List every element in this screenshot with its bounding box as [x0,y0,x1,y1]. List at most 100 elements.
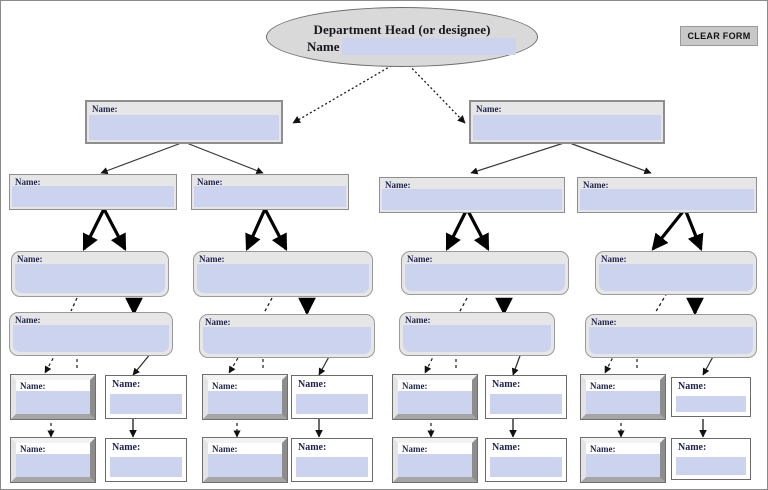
level5-node-1-label: Name: [15,315,41,325]
level7-node-2-input[interactable] [110,457,182,477]
connector-l2b-l3b [470,141,652,175]
level2-node-1: Name: [85,100,283,144]
level7-node-6-input[interactable] [490,457,562,477]
level7-node-7: Name: [580,437,666,483]
level6-node-6: Name: [485,375,567,419]
level7-node-7-input[interactable] [586,454,660,477]
level5-node-2-input[interactable] [203,327,371,354]
department-head-name-label: Name [307,38,340,54]
level2-node-2-input[interactable] [473,115,661,140]
level6-node-7-label: Name: [590,381,616,391]
level3-node-2-input[interactable] [194,186,346,207]
level6-node-7-input[interactable] [586,391,660,414]
level6-node-8: Name: [671,377,751,417]
level5-node-1-input[interactable] [13,325,169,352]
level6-node-2-label: Name: [112,379,141,390]
level7-node-8-input[interactable] [676,457,746,475]
level5-node-3: Name: [399,312,555,356]
level2-node-1-label: Name: [92,104,118,114]
department-head-name-row: Name [307,38,516,55]
level6-node-5: Name: [392,374,478,420]
level2-node-2-label: Name: [476,104,502,114]
level6-node-4: Name: [291,375,373,419]
level7-node-7-label: Name: [590,444,616,454]
level7-node-1-input[interactable] [16,454,90,477]
level4-node-2-input[interactable] [197,264,369,293]
connector-l4-l5-col2-dashed [263,297,273,314]
level7-node-4-input[interactable] [296,457,368,477]
level4-node-1: Name: [11,251,169,297]
level4-node-4: Name: [595,251,757,295]
level6-node-3-input[interactable] [208,391,282,414]
level7-node-1-label: Name: [20,444,46,454]
level7-node-8: Name: [671,438,751,480]
level5-node-4: Name: [585,314,757,358]
level4-node-4-input[interactable] [599,264,753,291]
level4-node-1-input[interactable] [15,264,165,293]
level6-node-3-label: Name: [212,381,238,391]
level3-node-1: Name: [9,174,177,210]
level7-node-4: Name: [291,438,373,482]
level6-node-5-label: Name: [402,381,428,391]
level3-node-3-input[interactable] [382,189,562,210]
level4-node-2-label: Name: [199,254,225,264]
level3-node-4: Name: [577,177,757,213]
level5-node-4-label: Name: [591,317,617,327]
level3-node-3: Name: [379,177,565,213]
level3-node-4-input[interactable] [580,189,754,210]
level6-node-5-input[interactable] [398,391,472,414]
level6-node-3: Name: [202,374,288,420]
level6-node-4-input[interactable] [296,394,368,414]
level7-node-5: Name: [392,437,478,483]
connector-l4-l5-col4-dashed [654,292,668,314]
level7-node-4-label: Name: [298,442,327,453]
level7-node-5-input[interactable] [398,454,472,477]
level6-node-2-input[interactable] [110,394,182,414]
level6-node-4-label: Name: [298,379,327,390]
level5-node-1: Name: [9,312,173,356]
clear-form-button[interactable]: CLEAR FORM [680,26,758,46]
level6-node-6-input[interactable] [490,394,562,414]
level6-node-6-label: Name: [492,379,521,390]
connector-l3-l4-col3 [445,208,490,252]
connector-root-to-right [402,58,466,124]
level5-node-3-label: Name: [405,315,431,325]
level6-node-1-input[interactable] [16,391,90,414]
connector-l3-l4-col4 [651,208,704,252]
level6-node-8-label: Name: [678,381,707,392]
level3-node-1-input[interactable] [12,186,174,207]
level4-node-4-label: Name: [601,254,627,264]
level4-node-3-input[interactable] [405,264,565,291]
level2-node-2: Name: [469,100,665,144]
connector-l3-l4-col1 [82,208,127,252]
level7-node-6: Name: [485,438,567,482]
connector-l5-l6-col3-solid [511,352,522,376]
level7-node-2: Name: [105,438,187,482]
level6-node-8-input[interactable] [676,396,746,412]
connector-l4-l5-col1-dashed [70,297,78,312]
level6-node-2: Name: [105,375,187,419]
level6-node-1-label: Name: [20,381,46,391]
level7-node-1: Name: [10,437,96,483]
level3-node-2: Name: [191,174,349,210]
level7-node-5-label: Name: [402,444,428,454]
level5-node-2: Name: [199,314,375,358]
connector-l5-l6-col1 [44,352,78,374]
department-head-name-input[interactable] [341,38,516,55]
department-head-node: Department Head (or designee) Name [266,7,538,67]
level5-node-3-input[interactable] [403,325,551,352]
connector-l5-l6-col1-solid [132,352,152,376]
level7-node-3-input[interactable] [208,454,282,477]
connector-l5-l6-col3 [424,352,457,374]
level2-node-1-input[interactable] [89,115,279,140]
level4-node-1-label: Name: [17,254,43,264]
level5-node-4-input[interactable] [589,327,753,354]
level7-node-6-label: Name: [492,442,521,453]
level6-node-7: Name: [580,374,666,420]
level7-node-8-label: Name: [678,442,707,453]
level7-node-3: Name: [202,437,288,483]
level7-node-3-label: Name: [212,444,238,454]
connector-root-to-left [292,58,404,124]
level4-node-3: Name: [401,251,569,295]
